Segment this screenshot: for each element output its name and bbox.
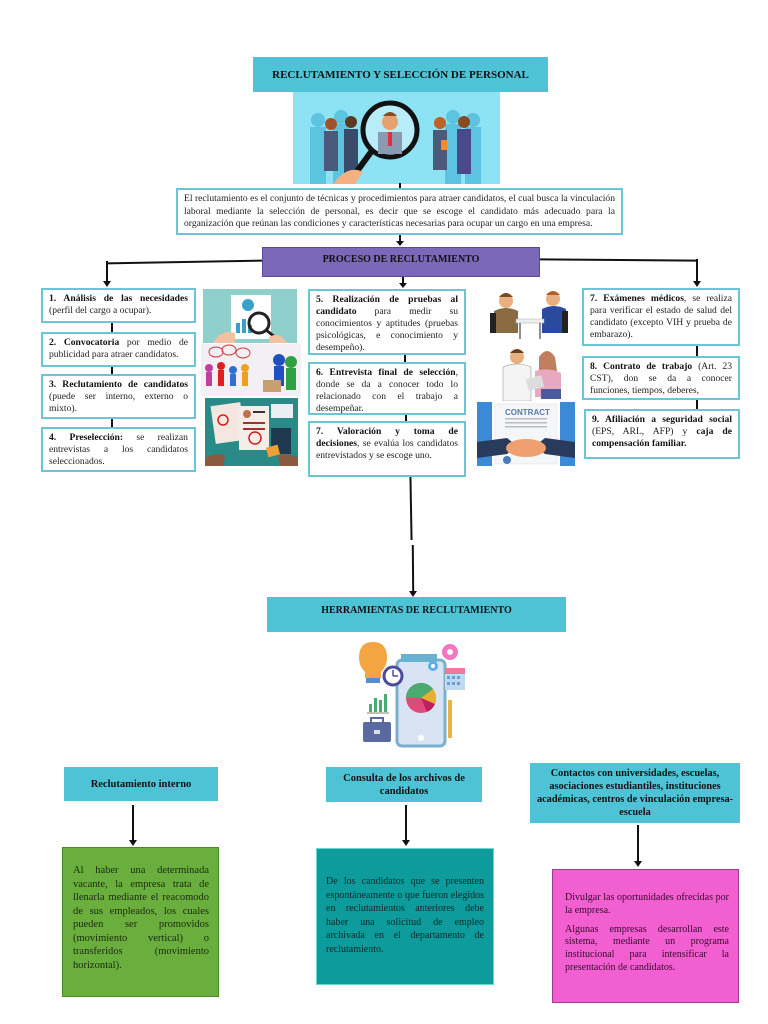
- candidate-group-image: [201, 344, 301, 396]
- tool-title-university-contacts-text: Contactos con universidades, escuelas, a…: [536, 768, 734, 818]
- step-8: 8. Contrato de trabajo (Art. 23 CST), do…: [582, 356, 740, 400]
- contract-label: CONTRACT: [505, 408, 550, 417]
- step-2-text: por medio de publicidad para atraer cand…: [49, 337, 188, 360]
- step-5-text: para medir su conocimientos y aptitudes …: [316, 306, 458, 353]
- arrow-head: [129, 840, 137, 846]
- process-title: PROCESO DE RECLUTAMIENTO: [262, 247, 540, 277]
- step-4-title: 4. Preselección:: [49, 432, 124, 443]
- step-1: 1. Análisis de las necesidades (perfil d…: [41, 288, 196, 323]
- main-title-text: RECLUTAMIENTO Y SELECCIÓN DE PERSONAL: [272, 68, 529, 81]
- connector-line: [409, 476, 413, 541]
- arrow-head: [693, 281, 701, 287]
- candidates-magnifier-icon: [293, 92, 500, 184]
- contract-image: CONTRACT: [477, 402, 575, 466]
- step-9: 9. Afiliación a seguridad social (EPS, A…: [584, 409, 740, 459]
- arrow-head: [103, 281, 111, 287]
- tablet-tools-icon: [359, 642, 467, 748]
- arrow-head: [399, 283, 407, 288]
- connector-line: [132, 805, 134, 842]
- connector-line: [539, 258, 698, 262]
- tool-title-candidate-files-text: Consulta de los archivos de candidatos: [343, 772, 465, 797]
- chart-magnifier-icon: [213, 295, 287, 343]
- tool-description-candidate-files: De los candidatos que se presenten espon…: [316, 848, 494, 985]
- interview-image: [480, 287, 575, 345]
- connector-line: [106, 261, 108, 283]
- step-3-text: (puede ser interno, externo o mixto).: [49, 391, 188, 414]
- people-group-icon: [205, 344, 297, 392]
- step-8-title: 8. Contrato de trabajo: [590, 361, 693, 372]
- tool-description-internal-text: Al haber una determinada vacante, la emp…: [73, 865, 209, 971]
- arrow-head: [634, 861, 642, 867]
- tool-title-candidate-files: Consulta de los archivos de candidatos: [326, 767, 482, 802]
- contract-handshake-icon: [477, 402, 575, 466]
- connector-line: [696, 400, 698, 409]
- connector-line: [399, 183, 401, 188]
- connector-line: [405, 805, 407, 842]
- tool-title-internal-text: Reclutamiento interno: [90, 778, 192, 790]
- arrow-head: [409, 591, 417, 597]
- connector-line: [411, 544, 414, 594]
- arrow-head: [402, 840, 410, 846]
- process-title-text: PROCESO DE RECLUTAMIENTO: [322, 254, 480, 265]
- step-5: 5. Realización de pruebas al candidato p…: [308, 289, 466, 355]
- header-illustration: [293, 92, 500, 184]
- data-analysis-image: [203, 289, 297, 343]
- tool-description-university-contacts-text-2: Algunas empresas desarrollan este sistem…: [565, 923, 729, 973]
- doctor-patient-icon: [502, 349, 561, 401]
- tool-title-university-contacts: Contactos con universidades, escuelas, a…: [530, 763, 740, 823]
- step-7-examenes-text: , se realiza para verificar el estado de…: [590, 293, 732, 340]
- resume-icon: [205, 402, 298, 466]
- step-3-title: 3. Reclutamiento de candidatos: [49, 379, 188, 390]
- step-2: 2. Convocatoria por medio de publicidad …: [41, 332, 196, 367]
- connector-line: [405, 415, 407, 421]
- connector-line: [399, 235, 401, 243]
- connector-line: [637, 825, 639, 863]
- connector-line: [111, 419, 113, 427]
- resume-review-image: [205, 398, 298, 466]
- definition-box: El reclutamiento es el conjunto de técni…: [176, 188, 623, 235]
- connector-line: [111, 367, 113, 374]
- step-7-examenes: 7. Exámenes médicos, se realiza para ver…: [582, 288, 740, 346]
- step-1-text: (perfil del cargo a ocupar).: [49, 305, 152, 316]
- main-title: RECLUTAMIENTO Y SELECCIÓN DE PERSONAL: [253, 57, 548, 92]
- tool-description-university-contacts-text-1: Divulgar las oportunidades ofrecidas por…: [565, 892, 729, 916]
- tool-description-internal: Al haber una determinada vacante, la emp…: [62, 847, 219, 997]
- step-2-title: 2. Convocatoria: [49, 337, 120, 348]
- tool-description-university-contacts: Divulgar las oportunidades ofrecidas por…: [552, 869, 739, 1003]
- step-8-text: (Art. 23 CST), don se da a conocer funci…: [590, 361, 732, 396]
- tools-illustration: [355, 638, 467, 748]
- step-6-text: , donde se da a conocer todo lo relacion…: [316, 367, 458, 414]
- connector-line: [105, 259, 263, 264]
- step-9-title-2: caja de compensación familiar.: [592, 426, 732, 449]
- step-6: 6. Entrevista final de selección, donde …: [308, 362, 466, 415]
- step-1-title: 1. Análisis de las necesidades: [49, 293, 188, 304]
- tool-description-candidate-files-text: De los candidatos que se presenten espon…: [326, 876, 484, 955]
- definition-text: El reclutamiento es el conjunto de técni…: [184, 193, 615, 229]
- step-6-title: 6. Entrevista final de selección: [316, 367, 456, 378]
- step-5-title: 5. Realización de pruebas al candidato: [316, 294, 458, 317]
- step-9-title: 9. Afiliación a seguridad social: [592, 414, 732, 425]
- medical-exam-image: [495, 347, 575, 401]
- step-3: 3. Reclutamiento de candidatos (puede se…: [41, 374, 196, 419]
- step-7-examenes-title: 7. Exámenes médicos: [590, 293, 684, 304]
- tools-title: HERRAMIENTAS DE RECLUTAMIENTO: [267, 597, 566, 632]
- tools-title-text: HERRAMIENTAS DE RECLUTAMIENTO: [321, 605, 512, 616]
- step-7-valoracion-text: , se evalúa los candidatos entrevistados…: [316, 438, 458, 461]
- step-4: 4. Preselección: se realizan entrevistas…: [41, 427, 196, 472]
- connector-line: [402, 277, 404, 285]
- tool-title-internal: Reclutamiento interno: [64, 767, 218, 801]
- connector-line: [696, 346, 698, 356]
- connector-line: [111, 323, 113, 332]
- step-7-valoracion-title: 7. Valoración y toma de decisiones: [316, 426, 458, 449]
- step-7-valoracion: 7. Valoración y toma de decisiones, se e…: [308, 421, 466, 477]
- connector-line: [404, 355, 406, 362]
- step-4-text: se realizan entrevistas a los candidatos…: [49, 432, 188, 467]
- interview-icon: [490, 291, 568, 339]
- arrow-head: [396, 241, 404, 246]
- connector-line: [696, 259, 698, 283]
- step-9-text: (EPS, ARL, AFP) y: [592, 426, 697, 437]
